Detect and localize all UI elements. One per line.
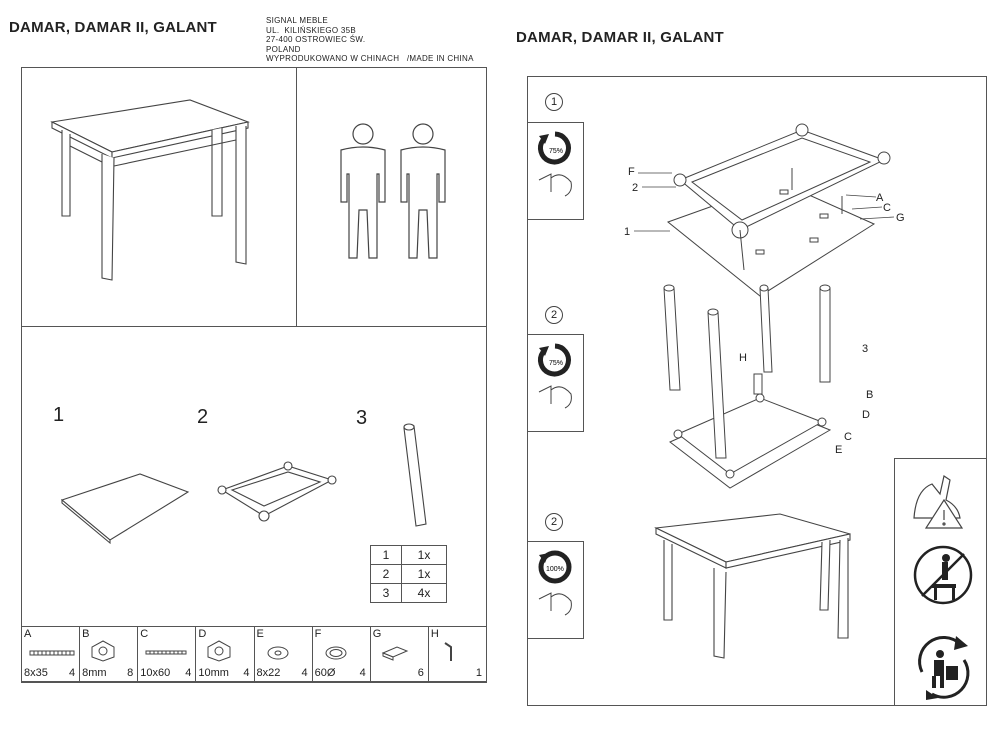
washer-icon [267, 646, 288, 660]
bolt-icon [29, 650, 75, 656]
label-c: C [844, 431, 852, 443]
nut-icon [207, 640, 231, 662]
step-2-leg-assembly [663, 284, 832, 489]
frame-illustration [217, 461, 337, 522]
component-number: 2 [197, 406, 209, 428]
label-f: F [628, 166, 635, 178]
label-c: C [883, 202, 891, 214]
divider [21, 326, 487, 327]
label-g: G [896, 212, 905, 224]
torque-label: 75% [549, 360, 563, 367]
component-number: 3 [356, 407, 368, 429]
left-title: DAMAR, DAMAR II, GALANT [9, 19, 217, 36]
label-d: D [862, 409, 870, 421]
right-title: DAMAR, DAMAR II, GALANT [516, 29, 724, 46]
label-3: 3 [862, 343, 869, 355]
step-1-tool-box [527, 122, 584, 220]
component-number: 1 [53, 404, 65, 426]
label-e: E [835, 444, 843, 456]
torque-75-icon: 75% [538, 131, 572, 197]
torque-label: 75% [549, 148, 563, 155]
bolt-icon [145, 650, 187, 655]
leg-illustration [403, 423, 427, 527]
warning-icon [913, 475, 964, 529]
part-h: H 1 [430, 628, 482, 679]
label-2: 2 [632, 182, 639, 194]
part-g: G 6 [371, 627, 429, 681]
leader-lines [634, 172, 895, 232]
torque-label: 100% [546, 566, 564, 573]
recycle-icon [918, 636, 970, 700]
torque-75-icon: 75% [538, 343, 572, 409]
nut-icon [91, 640, 115, 662]
step-1-frame-assembly [666, 123, 891, 297]
warnings-column [894, 458, 987, 706]
step-3-tool-box [527, 541, 584, 639]
step-number: 2 [545, 513, 563, 531]
label-a: A [876, 192, 884, 204]
two-person-assembly-icon [340, 123, 446, 259]
allen-key-icon [444, 642, 452, 661]
no-standing-icon [913, 545, 973, 605]
step-2-tool-box [527, 334, 584, 432]
label-1: 1 [624, 226, 631, 238]
bracket-icon [381, 646, 409, 661]
left-page-frame [21, 67, 487, 683]
tabletop-illustration [60, 473, 190, 545]
divider [296, 67, 297, 327]
step-number: 1 [545, 93, 563, 111]
torque-100-icon: 100% [538, 550, 572, 616]
assembled-table-illustration [654, 513, 851, 659]
table-illustration [50, 99, 250, 281]
step-number: 2 [545, 306, 563, 324]
label-h: H [739, 352, 747, 364]
manufacturer-address: SIGNAL MEBLE UL. KILIŃSKIEGO 35B 27-400 … [266, 16, 474, 63]
label-b: B [866, 389, 874, 401]
cap-icon [325, 646, 347, 660]
